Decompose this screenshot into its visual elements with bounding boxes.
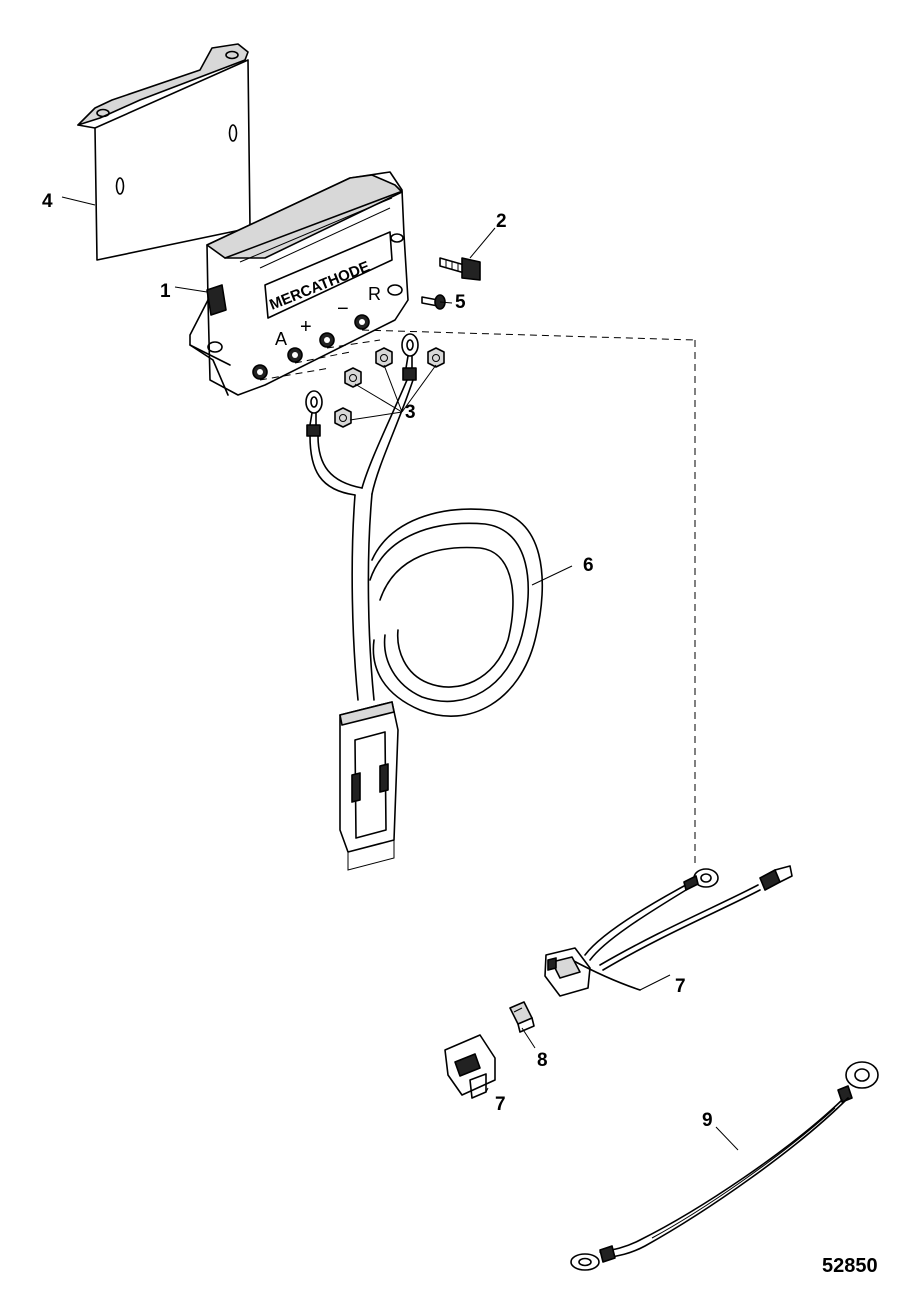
figure-number: 52850: [822, 1255, 878, 1277]
callout-7-harness: 7: [675, 976, 686, 997]
leader-lines: [61, 196, 739, 1151]
callout-2: 2: [496, 211, 507, 232]
fuse: [509, 1001, 535, 1033]
callout-3: 3: [405, 402, 416, 423]
callout-labels: 1 2 3 4 5 6 7 7 8 9: [42, 191, 713, 1131]
callout-4: 4: [42, 191, 53, 212]
callout-1: 1: [160, 281, 171, 302]
callout-8: 8: [537, 1050, 548, 1071]
terminal-r-label: R: [368, 284, 381, 304]
terminal-a-label: A: [275, 329, 287, 349]
mercathode-controller: MERCATHODE A + − R: [189, 171, 696, 396]
jumper-harness: [544, 865, 793, 997]
callout-7-holder: 7: [495, 1094, 506, 1115]
ground-strap: [570, 1061, 879, 1271]
screw-2: [439, 257, 481, 281]
terminal-plus-label: +: [300, 316, 312, 338]
terminal-studs: [252, 314, 370, 380]
mounting-bracket: [77, 43, 251, 261]
callout-9: 9: [702, 1110, 713, 1131]
callout-5: 5: [455, 292, 466, 313]
callout-6: 6: [583, 555, 594, 576]
hex-nuts: [334, 347, 445, 428]
terminal-minus-label: −: [337, 298, 349, 320]
wiring-harness: [305, 333, 544, 871]
module-label: MERCATHODE: [267, 258, 372, 314]
